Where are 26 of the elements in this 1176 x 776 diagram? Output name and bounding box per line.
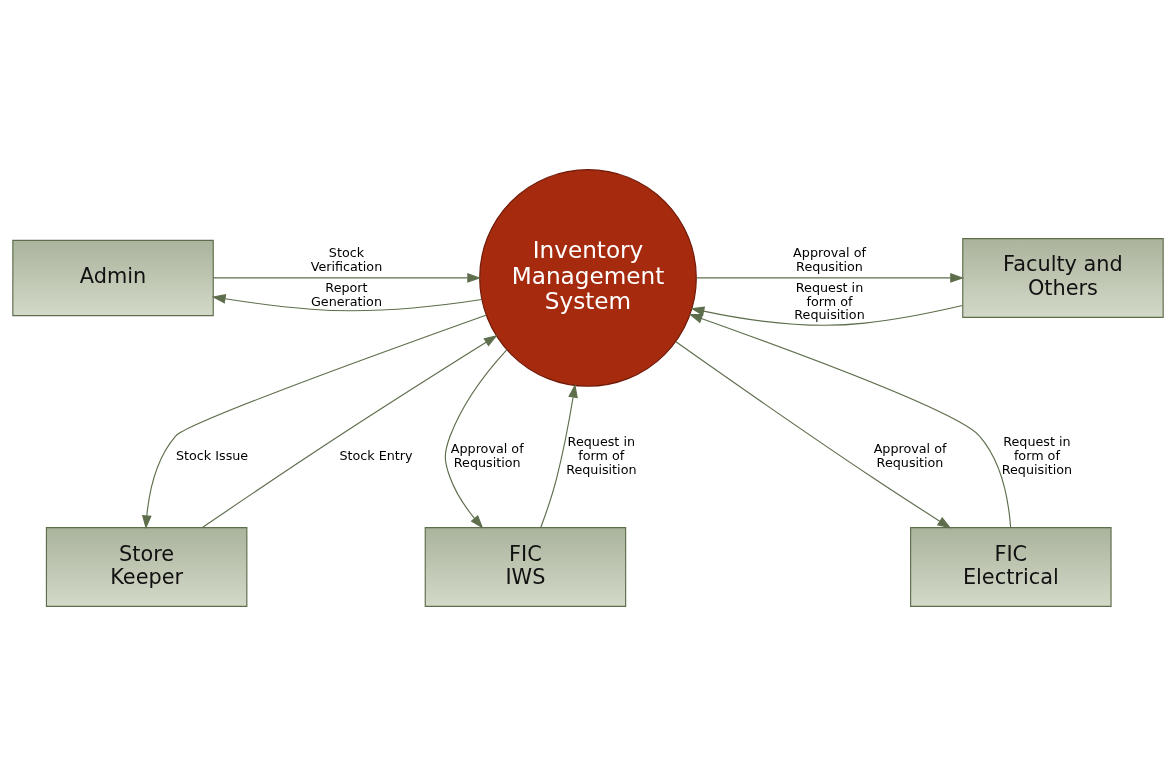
edge-label: Report Generation xyxy=(310,279,382,309)
node-box: Store Keeper xyxy=(45,527,248,607)
node-box: Faculty and Others xyxy=(962,238,1164,318)
edge-label: Request in form of Requisition xyxy=(794,279,865,323)
edge-label: Request in form of Requisition xyxy=(566,434,637,478)
edge-label: Stock Verification xyxy=(310,244,383,274)
node-circle: Inventory Management System xyxy=(479,169,697,387)
arrow xyxy=(211,294,483,312)
edge-label: Approval of Requsition xyxy=(793,244,866,274)
arrow xyxy=(540,383,578,528)
edge-label: Stock Issue xyxy=(175,448,249,464)
edge-label: Approval of Requsition xyxy=(450,441,524,471)
arrow xyxy=(444,349,508,529)
node-box: FIC Electrical xyxy=(910,527,1112,607)
arrow xyxy=(141,314,487,530)
node-box: Admin xyxy=(12,239,214,317)
arrow xyxy=(688,314,1012,529)
arrow xyxy=(695,273,965,283)
arrow xyxy=(690,304,963,326)
node-box: FIC IWS xyxy=(424,527,627,607)
edge-label: Request in form of Requisition xyxy=(1001,434,1073,478)
arrow xyxy=(675,341,952,529)
arrow xyxy=(202,335,498,528)
edge-label: Approval of Requsition xyxy=(873,441,947,471)
edge-label: Stock Entry xyxy=(339,448,413,464)
arrow xyxy=(212,273,482,283)
